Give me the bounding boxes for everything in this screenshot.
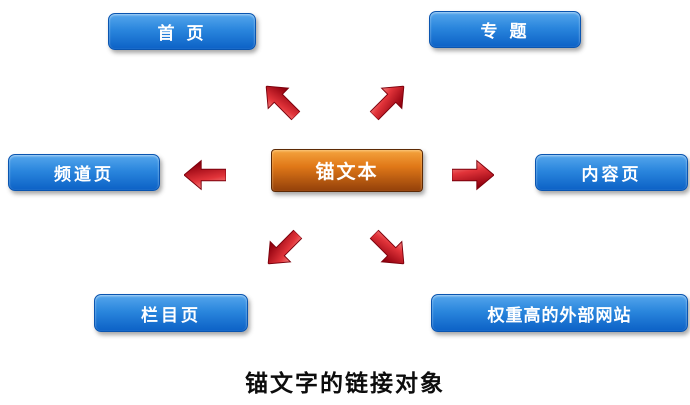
node-anchor-text-center: 锚文本 [271,149,423,192]
node-special-topic: 专 题 [429,11,581,48]
node-column-page: 栏目页 [94,294,248,332]
node-anchor-text-label: 锚文本 [315,161,379,183]
arrow-down-right-icon [362,222,416,276]
node-external-website-label: 权重高的外部网站 [487,305,632,326]
node-home-page: 首 页 [108,13,256,50]
node-channel-page: 频道页 [8,154,160,191]
node-special-topic-label: 专 题 [480,22,530,42]
node-home-page-label: 首 页 [157,24,207,44]
arrow-right-icon [452,158,494,192]
diagram-caption: 锚文字的链接对象 [245,370,445,397]
node-column-page-label: 栏目页 [141,305,201,326]
node-channel-page-label: 频道页 [54,165,114,185]
node-content-page-label: 内容页 [581,165,642,185]
arrow-up-left-icon [254,74,308,128]
node-external-website: 权重高的外部网站 [431,294,688,332]
node-content-page: 内容页 [535,154,688,191]
arrow-left-icon [184,158,226,192]
arrow-down-left-icon [256,222,310,276]
arrow-up-right-icon [362,74,416,128]
